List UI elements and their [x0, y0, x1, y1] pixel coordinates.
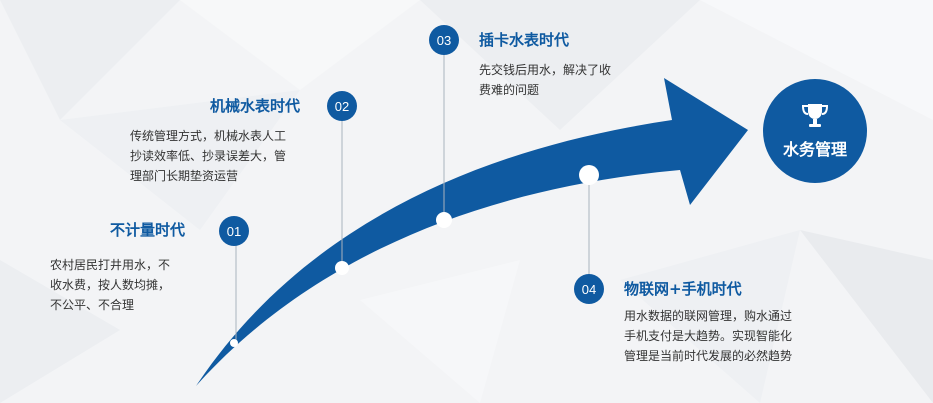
milestone-02-number: 02 — [334, 98, 350, 114]
milestone-03-title: 插卡水表时代 — [479, 31, 570, 49]
node-04 — [579, 165, 599, 185]
milestone-04-title: 物联网+手机时代 — [624, 280, 742, 298]
milestone-01-desc: 农村居民打井用水，不 收水费，按人数均摊， 不公平、不合理 — [50, 255, 170, 315]
milestone-01-number: 01 — [226, 223, 242, 239]
milestone-04-number: 04 — [581, 281, 597, 297]
milestone-01-line: 农村居民打井用水，不 — [50, 258, 171, 272]
milestone-04-line: 用水数据的联网管理，购水通过 — [624, 309, 793, 323]
milestone-02-line: 传统管理方式，机械水表人工 — [130, 129, 287, 143]
node-03 — [436, 212, 452, 228]
milestone-04-line: 手机支付是大趋势。实现智能化 — [624, 329, 793, 343]
milestone-04-line: 管理是当前时代发展的必然趋势 — [624, 349, 793, 363]
milestone-02-badge: 02 — [327, 91, 357, 121]
milestone-01-title: 不计量时代 — [110, 221, 186, 239]
milestone-03-number: 03 — [436, 32, 452, 48]
milestone-02-desc: 传统管理方式，机械水表人工 抄读效率低、抄录误差大，管 理部门长期垫资运营 — [130, 126, 286, 186]
milestone-03-line: 费难的问题 — [479, 83, 540, 97]
trophy-icon — [801, 104, 829, 127]
node-02 — [335, 261, 349, 275]
milestone-03-desc: 先交钱后用水，解决了收 费难的问题 — [479, 60, 611, 100]
milestone-02-line: 理部门长期垫资运营 — [130, 169, 239, 183]
arrow-body — [196, 78, 748, 386]
milestone-03-badge: 03 — [429, 25, 459, 55]
milestone-04-badge: 04 — [574, 274, 604, 304]
milestone-01-line: 收水费，按人数均摊， — [50, 278, 171, 292]
milestone-04-desc: 用水数据的联网管理，购水通过 手机支付是大趋势。实现智能化 管理是当前时代发展的… — [624, 306, 792, 366]
milestone-01-badge: 01 — [219, 216, 249, 246]
milestone-01-line: 不公平、不合理 — [50, 298, 135, 312]
goal-label: 水务管理 — [782, 140, 847, 159]
milestone-02-line: 抄读效率低、抄录误差大，管 — [130, 149, 287, 163]
goal-circle: 水务管理 — [763, 79, 867, 183]
node-01 — [230, 339, 238, 347]
milestone-03-line: 先交钱后用水，解决了收 — [479, 63, 612, 77]
milestone-02-title: 机械水表时代 — [210, 97, 301, 115]
